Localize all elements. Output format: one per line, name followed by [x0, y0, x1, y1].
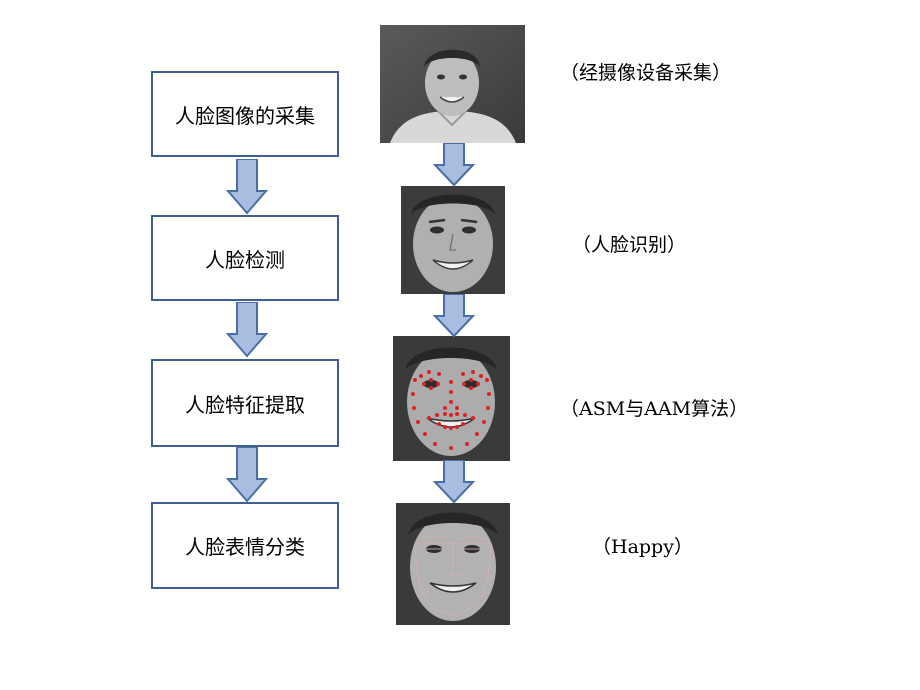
landmark-face-photo [393, 336, 510, 461]
down-arrow-icon [226, 159, 268, 215]
down-arrow-icon [433, 460, 475, 504]
step-face-detection: 人脸检测 [151, 215, 339, 301]
step-expression-classification: 人脸表情分类 [151, 502, 339, 589]
down-arrow-icon [433, 143, 475, 187]
note-recognition: （人脸识别） [572, 234, 687, 256]
step-feature-extraction: 人脸特征提取 [151, 359, 339, 447]
step-label: 人脸检测 [205, 247, 285, 272]
down-arrow-icon [226, 302, 268, 358]
note-capture: （经摄像设备采集） [560, 62, 732, 84]
step-label: 人脸图像的采集 [175, 103, 315, 128]
detected-face-photo [401, 186, 505, 294]
step-label: 人脸特征提取 [185, 392, 305, 417]
step-image-capture: 人脸图像的采集 [151, 71, 339, 157]
note-result: （Happy） [592, 536, 693, 558]
note-algorithm: （ASM与AAM算法） [560, 398, 749, 420]
classified-face-photo [396, 503, 510, 625]
captured-photo [380, 25, 525, 143]
down-arrow-icon [226, 447, 268, 503]
step-label: 人脸表情分类 [185, 535, 305, 559]
down-arrow-icon [433, 294, 475, 338]
